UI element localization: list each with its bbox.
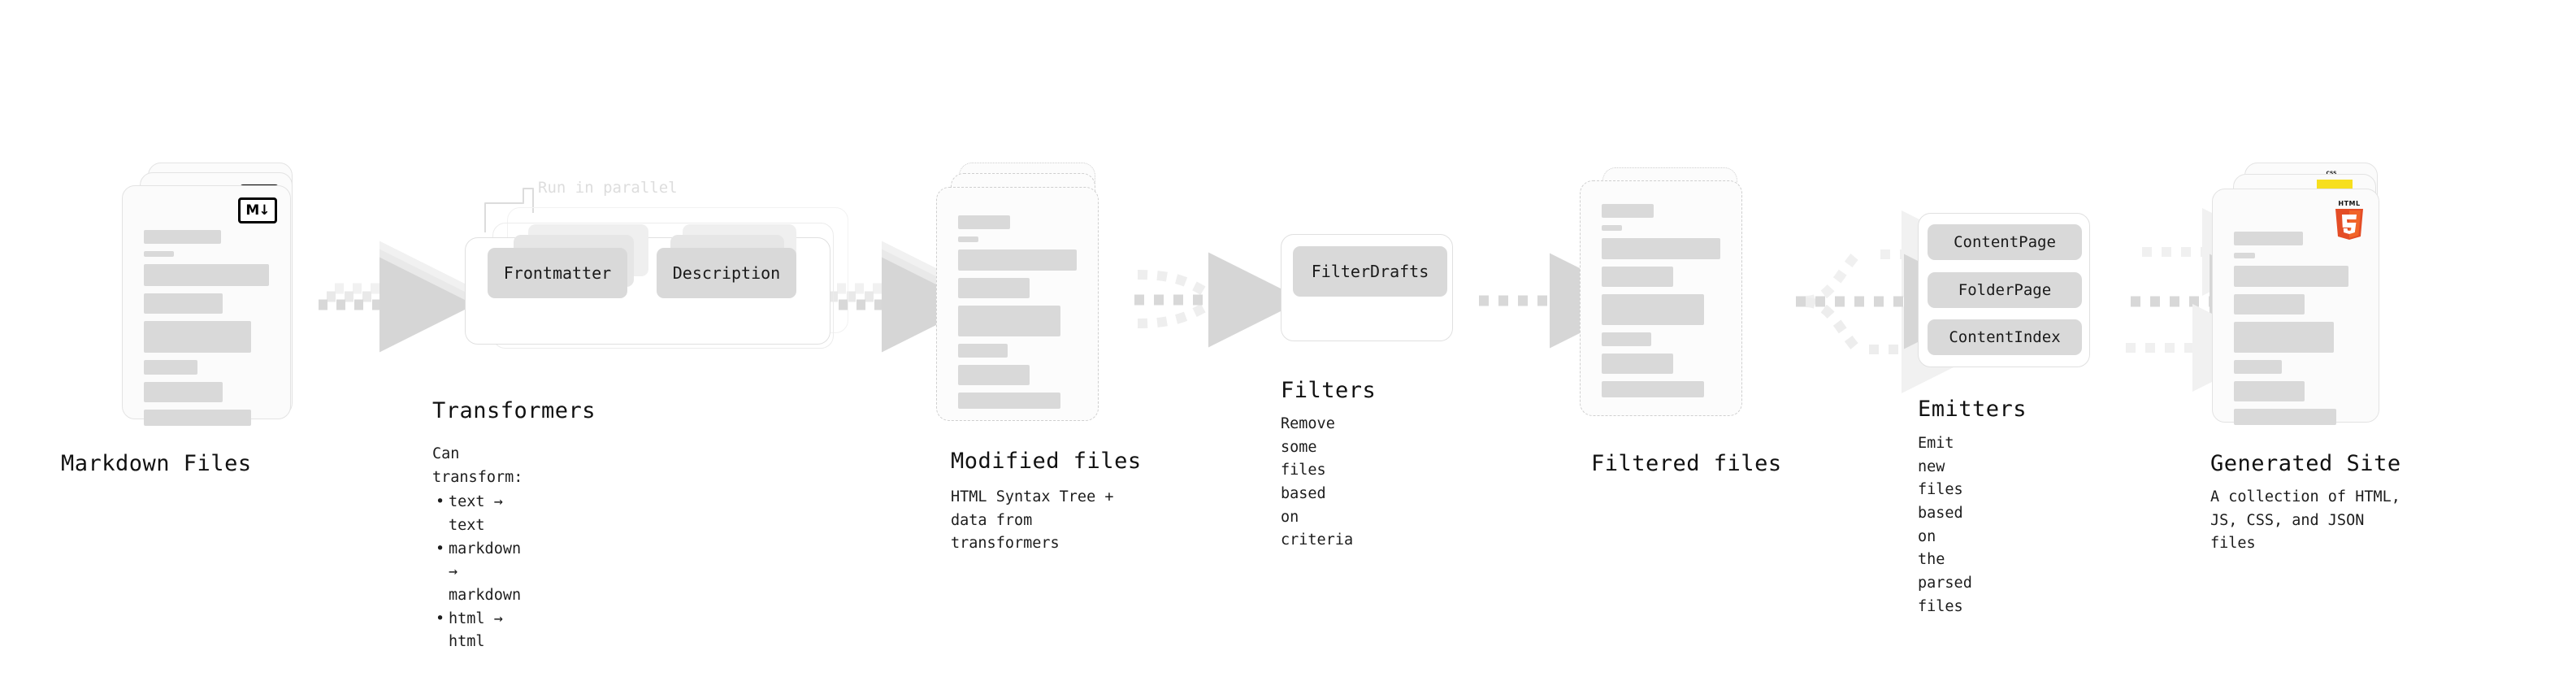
markdown-file-stack: M↓ M↓ M↓	[122, 163, 317, 431]
stage-desc-generated-site: A collection of HTML, JS, CSS, and JSON …	[2210, 488, 2400, 553]
run-in-parallel-label: Run in parallel	[538, 179, 678, 197]
modified-file-stack	[935, 163, 1121, 431]
stage-generated-site: CSS HTML	[2210, 163, 2413, 552]
file-content-placeholder	[2234, 232, 2357, 432]
stage-title-generated-site: Generated Site	[2210, 451, 2401, 476]
chip-folderpage[interactable]: FolderPage	[1928, 272, 2082, 308]
transform-rule-html: html → html	[436, 608, 523, 654]
html5-icon: HTML	[2335, 200, 2363, 240]
stage-filtered-files: Filtered files	[1576, 163, 1781, 476]
chip-contentpage[interactable]: ContentPage	[1928, 224, 2082, 260]
connector-filtered-to-emitters	[1796, 210, 1999, 393]
transform-rule-markdown: markdown → markdown	[436, 538, 523, 608]
stage-title-filtered-files: Filtered files	[1591, 451, 1782, 476]
stage-desc-filters: Remove some files based on criteria	[1281, 415, 1354, 549]
markdown-file-front[interactable]: M↓	[122, 185, 291, 426]
stage-title-modified-files: Modified files	[951, 449, 1142, 474]
stage-desc-emitters: Emit new files based on the parsed files	[1918, 435, 1972, 615]
connector-emitters-to-site	[2126, 208, 2305, 392]
chip-contentindex[interactable]: ContentIndex	[1928, 319, 2082, 355]
modified-file-front[interactable]	[936, 187, 1099, 421]
chip-frontmatter[interactable]: Frontmatter	[488, 248, 627, 298]
transformers-capabilities-lead: Can transform:	[432, 445, 523, 486]
markdown-icon: M↓	[238, 197, 277, 223]
file-content-placeholder	[1602, 204, 1720, 405]
transformers-capabilities-list: text → text markdown → markdown html → h…	[432, 491, 523, 654]
chip-description[interactable]: Description	[657, 248, 796, 298]
transform-rule-text: text → text	[436, 491, 523, 537]
stage-title-filters: Filters	[1281, 378, 1377, 403]
connector-md-to-transformers	[319, 241, 475, 353]
stage-desc-modified-files: HTML Syntax Tree + data from transformer…	[951, 488, 1114, 553]
filtered-file-stack	[1576, 163, 1763, 431]
filtered-file-front[interactable]	[1580, 180, 1742, 416]
stage-modified-files: Modified files HTML Syntax Tree + data f…	[935, 163, 1141, 552]
stage-markdown-files: M↓ M↓ M↓ Markdown Files	[61, 163, 317, 476]
stage-title-markdown-files: Markdown Files	[61, 451, 252, 476]
transformers-capabilities: Can transform: text → text markdown → ma…	[432, 443, 523, 654]
generated-site-stack: CSS HTML	[2210, 163, 2413, 431]
svg-text:HTML: HTML	[2338, 200, 2360, 207]
chip-filterdrafts[interactable]: FilterDrafts	[1293, 246, 1447, 297]
connector-modified-to-filters	[1134, 252, 1303, 348]
generated-file-html[interactable]: HTML	[2212, 189, 2379, 425]
file-content-placeholder	[144, 230, 269, 433]
stage-title-transformers: Transformers	[432, 398, 596, 423]
svg-text:CSS: CSS	[2327, 171, 2337, 176]
file-content-placeholder	[958, 215, 1077, 416]
stage-title-emitters: Emitters	[1918, 397, 2027, 422]
